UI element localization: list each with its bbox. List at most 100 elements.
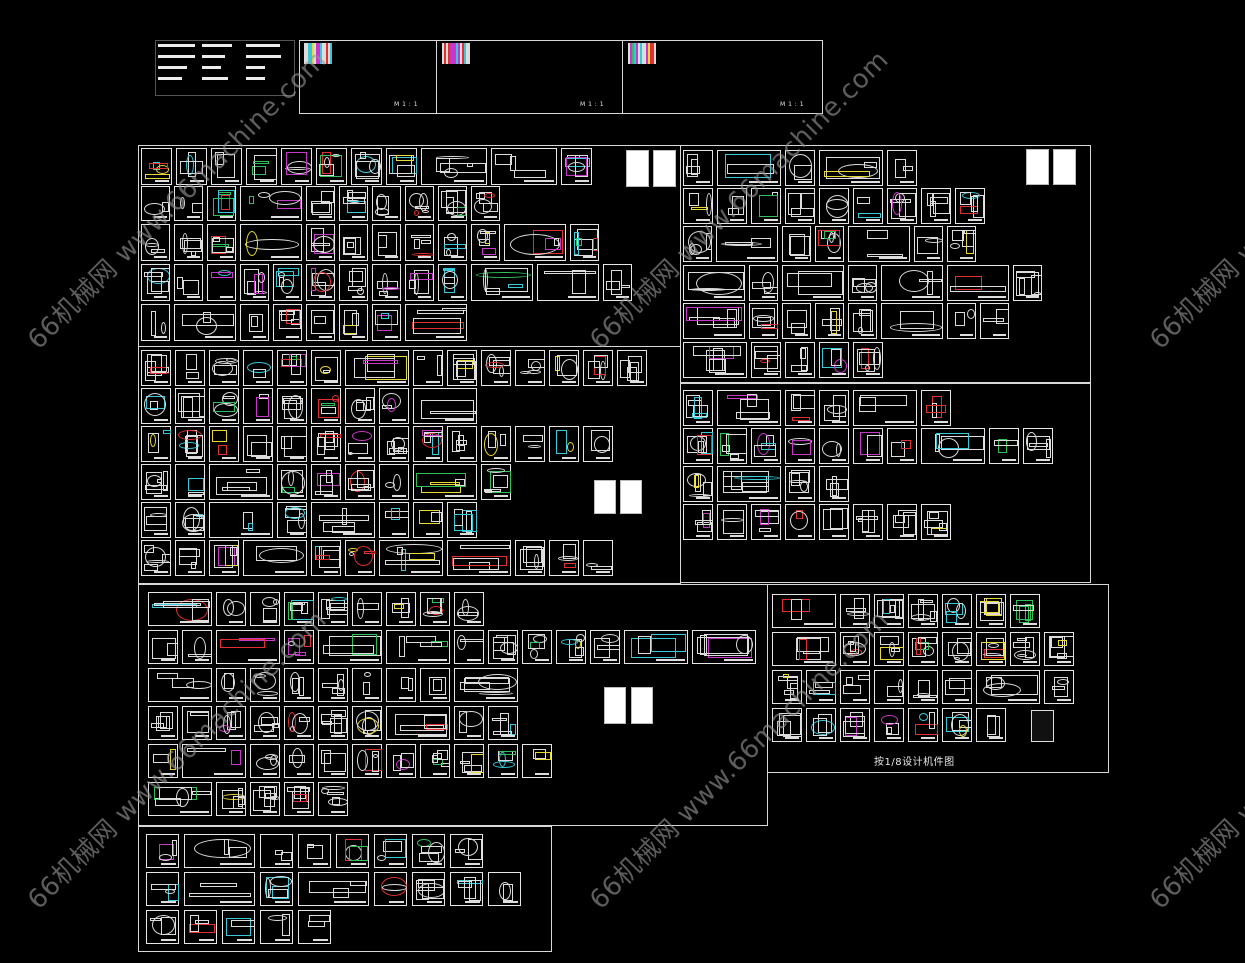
part-drawing-thumbnail bbox=[515, 350, 545, 386]
part-drawing-thumbnail bbox=[853, 188, 883, 224]
part-drawing-thumbnail bbox=[785, 150, 815, 186]
blank-sheet bbox=[594, 480, 616, 514]
part-drawing-thumbnail bbox=[751, 504, 781, 540]
part-drawing-thumbnail bbox=[683, 466, 713, 502]
part-drawing-thumbnail bbox=[148, 744, 178, 778]
part-drawing-thumbnail bbox=[284, 630, 314, 664]
part-drawing-thumbnail bbox=[549, 350, 579, 386]
part-drawing-thumbnail bbox=[717, 150, 781, 186]
part-drawing-thumbnail bbox=[450, 834, 483, 868]
part-drawing-thumbnail bbox=[819, 504, 849, 540]
part-drawing-thumbnail bbox=[277, 426, 307, 462]
part-drawing-thumbnail bbox=[976, 708, 1006, 742]
part-drawing-thumbnail bbox=[209, 464, 273, 500]
part-drawing-thumbnail bbox=[874, 632, 904, 666]
overview-sheet-divider-1 bbox=[436, 40, 437, 114]
notes-text-line bbox=[158, 77, 182, 80]
part-drawing-thumbnail bbox=[372, 224, 401, 261]
part-drawing-thumbnail bbox=[250, 668, 280, 702]
part-drawing-thumbnail bbox=[211, 148, 242, 185]
part-drawing-thumbnail bbox=[683, 188, 713, 224]
part-drawing-thumbnail bbox=[515, 540, 545, 576]
part-drawing-thumbnail bbox=[438, 264, 467, 301]
part-drawing-thumbnail bbox=[1013, 265, 1042, 301]
part-drawing-thumbnail bbox=[339, 264, 368, 301]
notes-text-line bbox=[246, 55, 281, 58]
part-drawing-thumbnail bbox=[175, 502, 205, 538]
part-drawing-thumbnail bbox=[683, 390, 713, 426]
part-drawing-thumbnail bbox=[222, 910, 255, 944]
part-drawing-thumbnail bbox=[848, 265, 877, 301]
part-drawing-thumbnail bbox=[250, 782, 280, 816]
part-drawing-thumbnail bbox=[405, 264, 434, 301]
part-drawing-thumbnail bbox=[148, 706, 178, 740]
part-drawing-thumbnail bbox=[345, 388, 375, 424]
part-drawing-thumbnail bbox=[561, 148, 592, 185]
scale-label-1: M 1 : 1 bbox=[394, 101, 419, 108]
overview-drawing-content bbox=[442, 43, 618, 108]
part-drawing-thumbnail bbox=[146, 872, 179, 906]
part-drawing-thumbnail bbox=[352, 706, 382, 740]
part-drawing-thumbnail bbox=[785, 466, 815, 502]
part-drawing-thumbnail bbox=[141, 264, 170, 301]
part-drawing-thumbnail bbox=[240, 186, 302, 221]
part-drawing-thumbnail bbox=[488, 706, 518, 740]
part-drawing-thumbnail bbox=[749, 265, 778, 301]
part-drawing-thumbnail bbox=[141, 350, 171, 386]
part-drawing-thumbnail bbox=[908, 632, 938, 666]
part-drawing-thumbnail bbox=[683, 342, 747, 378]
part-drawing-thumbnail bbox=[887, 428, 917, 464]
part-drawing-thumbnail bbox=[749, 303, 778, 339]
part-drawing-thumbnail bbox=[819, 466, 849, 502]
part-drawing-thumbnail bbox=[785, 342, 815, 378]
part-drawing-thumbnail bbox=[345, 426, 375, 462]
part-drawing-thumbnail bbox=[345, 350, 409, 386]
part-drawing-thumbnail bbox=[421, 148, 487, 185]
part-drawing-thumbnail bbox=[298, 872, 369, 906]
blank-sheet bbox=[1053, 149, 1076, 185]
overview-sheet-group bbox=[299, 40, 823, 114]
part-drawing-thumbnail bbox=[549, 540, 579, 576]
part-drawing-thumbnail bbox=[405, 186, 434, 221]
part-drawing-thumbnail bbox=[980, 303, 1009, 339]
part-drawing-thumbnail bbox=[438, 224, 467, 261]
part-drawing-thumbnail bbox=[887, 188, 917, 224]
part-drawing-thumbnail bbox=[345, 540, 375, 576]
part-drawing-thumbnail bbox=[184, 910, 217, 944]
part-drawing-thumbnail bbox=[260, 910, 293, 944]
part-drawing-thumbnail bbox=[243, 540, 307, 576]
parts-group-d bbox=[680, 383, 1091, 583]
part-drawing-thumbnail bbox=[522, 744, 552, 778]
part-drawing-thumbnail bbox=[216, 592, 246, 626]
part-drawing-thumbnail bbox=[481, 350, 511, 386]
part-drawing-thumbnail bbox=[175, 350, 205, 386]
part-drawing-thumbnail bbox=[176, 148, 207, 185]
part-drawing-thumbnail bbox=[438, 186, 467, 221]
part-drawing-thumbnail bbox=[250, 706, 280, 740]
part-drawing-thumbnail bbox=[148, 782, 212, 816]
part-drawing-thumbnail bbox=[298, 834, 331, 868]
notes-text-line bbox=[202, 44, 232, 47]
part-drawing-thumbnail bbox=[942, 594, 972, 628]
part-drawing-thumbnail bbox=[339, 304, 368, 341]
part-drawing-thumbnail bbox=[413, 426, 443, 462]
part-drawing-thumbnail bbox=[471, 224, 500, 261]
part-drawing-thumbnail bbox=[386, 148, 417, 185]
part-drawing-thumbnail bbox=[318, 668, 348, 702]
part-drawing-thumbnail bbox=[955, 188, 985, 224]
part-drawing-thumbnail bbox=[617, 350, 647, 386]
part-drawing-thumbnail bbox=[853, 342, 883, 378]
part-drawing-thumbnail bbox=[311, 540, 341, 576]
part-drawing-thumbnail bbox=[717, 188, 747, 224]
part-drawing-thumbnail bbox=[372, 304, 401, 341]
part-drawing-thumbnail bbox=[141, 148, 172, 185]
part-drawing-thumbnail bbox=[989, 428, 1019, 464]
part-drawing-thumbnail bbox=[306, 264, 335, 301]
part-drawing-thumbnail bbox=[840, 708, 870, 742]
part-drawing-thumbnail bbox=[454, 592, 484, 626]
notes-text-line bbox=[202, 55, 225, 58]
part-drawing-thumbnail bbox=[148, 630, 178, 664]
blank-sheet bbox=[604, 687, 626, 724]
part-drawing-thumbnail bbox=[683, 265, 745, 301]
